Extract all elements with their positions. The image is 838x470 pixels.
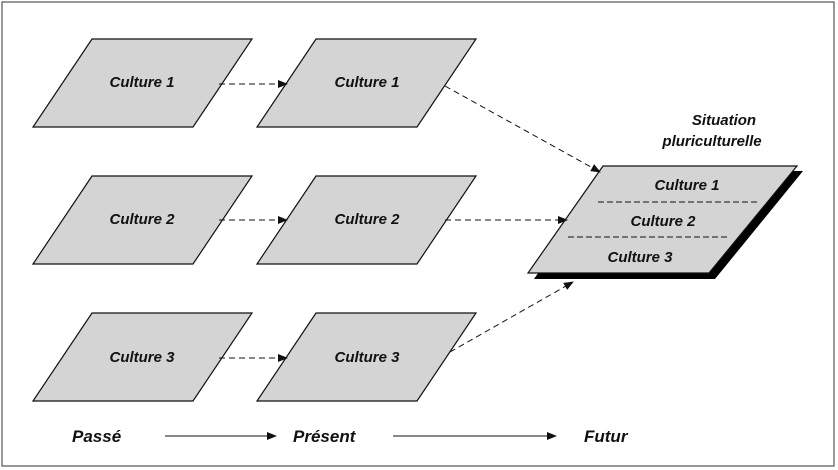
past-culture-1-label: Culture 1 (109, 74, 174, 91)
past-culture-3-label: Culture 3 (109, 349, 175, 366)
future-culture-2-label: Culture 2 (630, 213, 696, 230)
future-pluricultural-node (526, 165, 799, 274)
timeline-present-label: Présent (293, 427, 357, 446)
present-culture-3-node (255, 312, 478, 402)
past-culture-1-node (31, 38, 254, 128)
present-culture-1-label: Culture 1 (334, 74, 399, 91)
timeline-future-label: Futur (584, 427, 629, 446)
future-culture-1-label: Culture 1 (654, 177, 719, 194)
past-culture-3-node (31, 312, 254, 402)
past-culture-2-node (31, 175, 254, 265)
future-title-line-2: pluriculturelle (661, 133, 761, 150)
present-culture-2-label: Culture 2 (334, 211, 400, 228)
timeline-past-label: Passé (72, 427, 121, 446)
present-culture-3-label: Culture 3 (334, 349, 400, 366)
future-culture-3-label: Culture 3 (607, 249, 673, 266)
present-culture-1-node (255, 38, 478, 128)
future-title-line-1: Situation (692, 112, 756, 129)
arrow-present-to-future-3 (449, 281, 574, 353)
present-culture-2-node (255, 175, 478, 265)
past-culture-2-label: Culture 2 (109, 211, 175, 228)
